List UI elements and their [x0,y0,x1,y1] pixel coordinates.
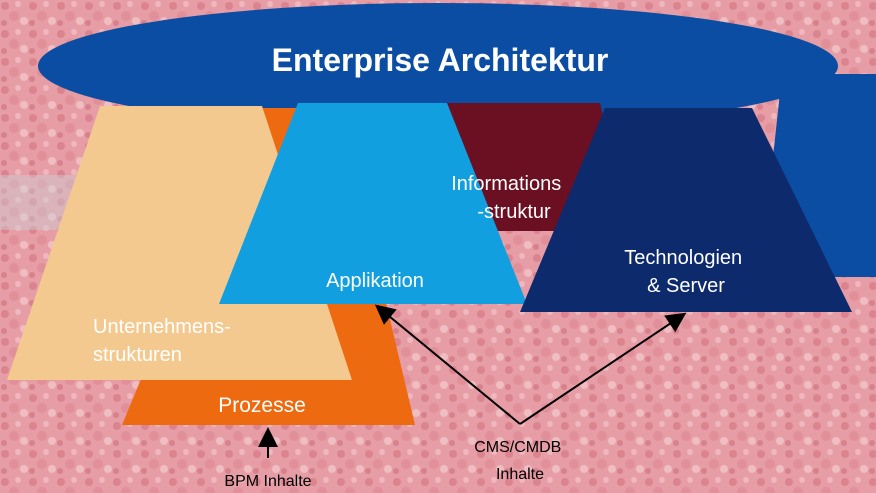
applikation-trapezoid [219,103,527,304]
enterprise-ellipse [38,3,838,129]
cms-arrow-right [519,312,687,425]
technologien-trapezoid [520,108,852,312]
cms-arrow-left [374,304,521,425]
informationsstruktur-line-1: Informations [451,173,561,195]
technologien-line-2: & Server [647,275,725,297]
technologien-label: Technologien & Server [624,247,747,297]
bpm-inhalte-label: BPM Inhalte [224,473,311,490]
unternehmensstrukturen-label: Unternehmens- strukturen [93,316,236,366]
unternehmensstrukturen-line-2: strukturen [93,344,182,366]
informationsstruktur-line-2: -struktur [477,201,551,223]
cms-cmdb-line-1: CMS/CMDB [474,439,561,456]
unternehmensstrukturen-line-1: Unternehmens- [93,316,231,338]
cms-cmdb-line-2: Inhalte [496,466,544,483]
informationsstruktur-label: Informations -struktur [451,173,567,223]
prozesse-label: Prozesse [218,394,306,417]
technologien-line-1: Technologien [624,247,742,269]
applikation-label: Applikation [326,270,424,292]
cms-cmdb-label: CMS/CMDB Inhalte [474,439,566,483]
unternehmensstrukturen-trapezoid [7,106,352,380]
diagram-title: Enterprise Architektur [272,42,609,78]
